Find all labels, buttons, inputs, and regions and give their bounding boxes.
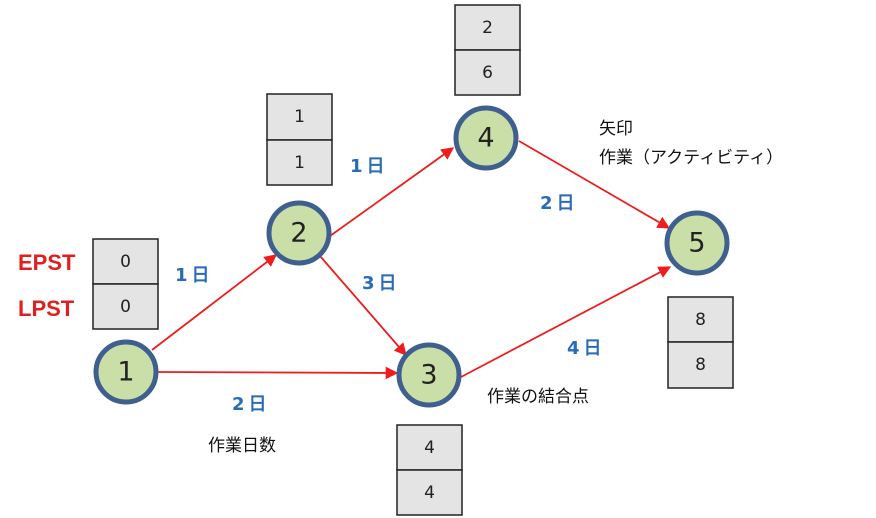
epst-value: 2 (482, 18, 493, 38)
node-2: 2 (266, 200, 332, 266)
edge-1-3 (156, 366, 399, 380)
lpst-value: 4 (424, 483, 435, 503)
schedule-box-node-5: 8 8 (667, 296, 734, 389)
schedule-box-node-4: 2 6 (454, 4, 521, 96)
arrow-annotation-line1: 矢印 (599, 119, 633, 139)
node-label: 3 (420, 360, 437, 391)
lpst-value: 1 (294, 153, 305, 173)
edge-4-5 (518, 140, 671, 229)
edges (151, 140, 672, 380)
edge-1-2 (151, 254, 278, 351)
node-label: 1 (117, 357, 134, 388)
epst-value: 1 (294, 107, 305, 127)
junction-annotation: 作業の結合点 (487, 387, 589, 407)
epst-value: 4 (424, 438, 435, 458)
node-5: 5 (664, 210, 730, 276)
node-label: 5 (688, 228, 705, 259)
work-days-annotation: 作業日数 (208, 436, 276, 456)
node-1: 1 (93, 339, 159, 405)
edge-2-3 (319, 255, 407, 356)
node-label: 4 (477, 123, 494, 154)
epst-value: 8 (695, 310, 706, 330)
schedule-box-node-3: 4 4 (396, 424, 463, 516)
node-4: 4 (453, 105, 519, 171)
edge-2-4 (329, 147, 455, 237)
duration-label-4-5: 2日 (540, 193, 579, 214)
duration-label-2-3: 3日 (362, 273, 401, 294)
node-3: 3 (396, 342, 462, 408)
duration-label-1-2: 1日 (175, 265, 214, 286)
lpst-value: 8 (695, 355, 706, 375)
lpst-value: 6 (482, 63, 493, 83)
schedule-box-node-1: 0 0 (92, 238, 159, 330)
lpst-value: 0 (120, 297, 131, 317)
duration-label-1-3: 2日 (232, 394, 271, 415)
edge-3-5 (460, 266, 672, 378)
duration-label-2-4: 1日 (350, 156, 389, 177)
duration-label-3-5: 4日 (567, 338, 606, 359)
duration-labels: 1日 2日 1日 3日 2日 4日 (175, 156, 606, 415)
schedule-box-node-2: 1 1 (266, 93, 333, 186)
epst-legend-label: EPST (18, 250, 76, 275)
node-label: 2 (290, 218, 307, 249)
epst-value: 0 (120, 252, 131, 272)
lpst-legend-label: LPST (18, 296, 75, 321)
arrow-annotation-line2: 作業（アクティビティ） (599, 148, 783, 168)
